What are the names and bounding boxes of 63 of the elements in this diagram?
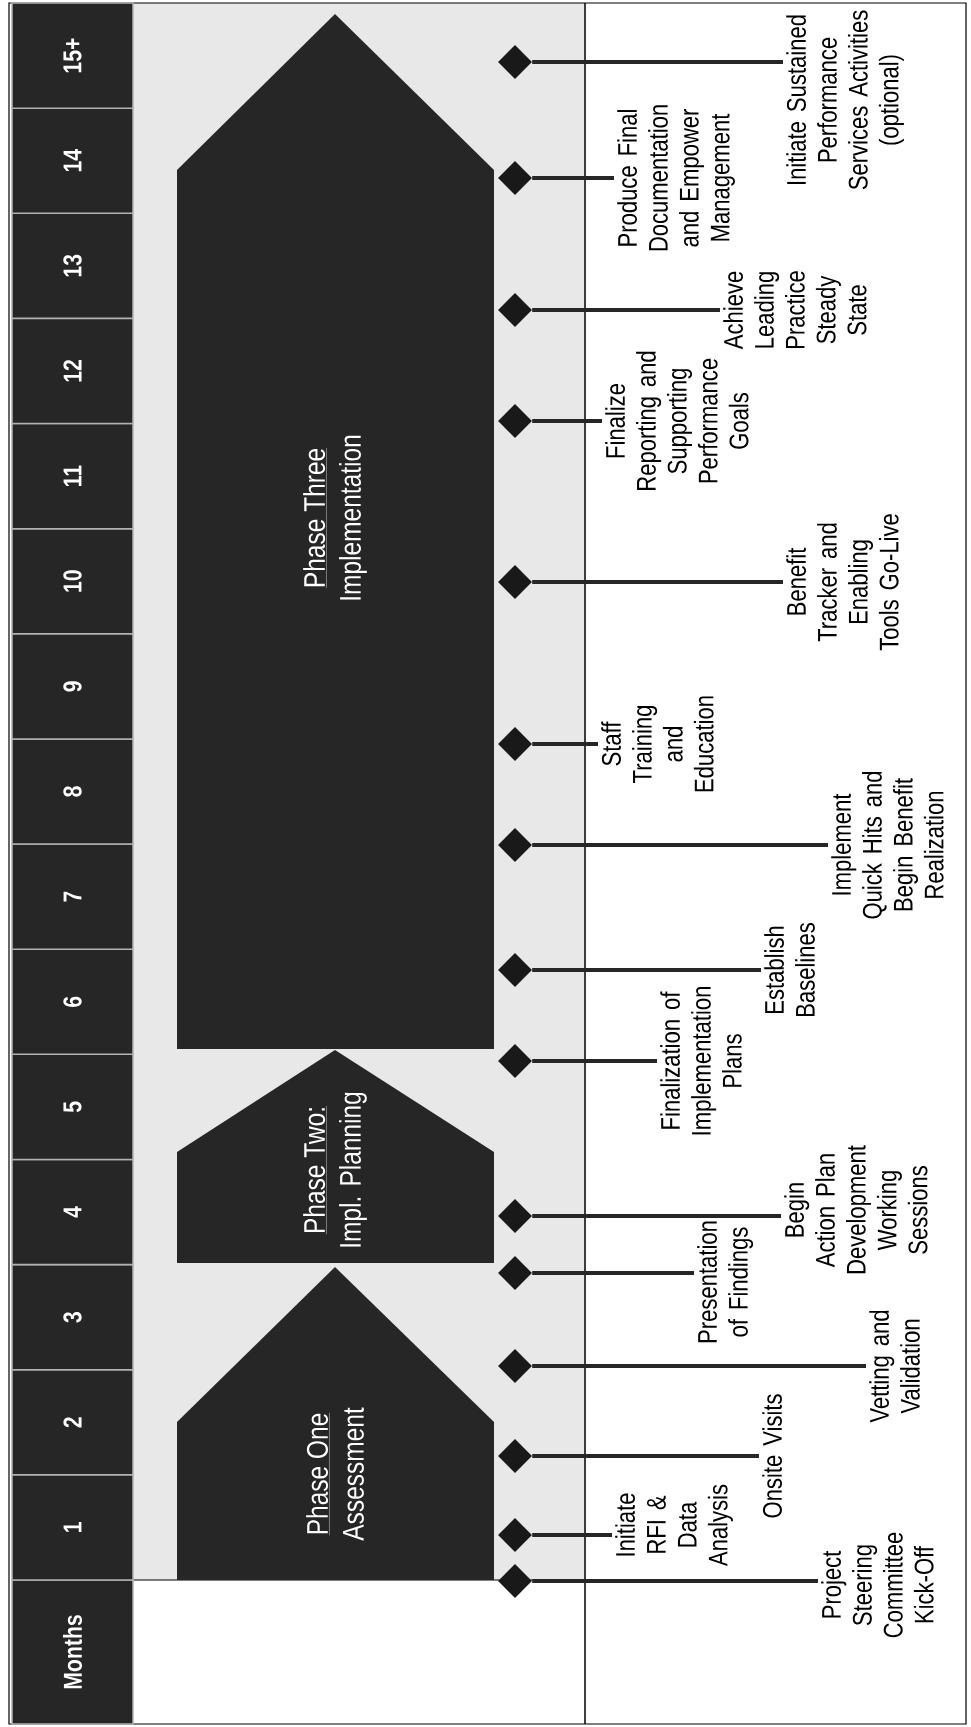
milestone-label: Vetting and Validation: [869, 1310, 920, 1423]
month-cell: 11: [11, 422, 134, 530]
leader-line: [532, 176, 614, 180]
milestone-diamond: [498, 1349, 532, 1383]
leader-line: [532, 843, 828, 847]
milestone-label: Project Steering Committee Kick-Off: [821, 1532, 934, 1638]
milestone-label: Establish Baselines: [764, 923, 815, 1016]
milestone-label: Benefit Tracker and Enabling Tools Go-Live: [786, 514, 899, 651]
leader-line: [532, 742, 598, 746]
month-cell: 3: [11, 1263, 134, 1371]
leader-line: [532, 419, 602, 423]
milestone-diamond: [498, 727, 532, 761]
milestone-diamond: [498, 1044, 532, 1078]
milestone-diamond: [498, 565, 532, 599]
milestone-label: Presentation of Findings: [697, 1221, 754, 1343]
milestone-label: Implement Quick Hits and Begin Benefit Realization: [831, 771, 944, 919]
month-cell: 7: [11, 843, 134, 950]
leader-line: [532, 1271, 694, 1275]
month-cell: 9: [11, 633, 134, 740]
leader-line: [532, 1454, 759, 1458]
month-cell: 14: [11, 107, 134, 214]
phase-block: Phase Two: Impl. Planning: [177, 1050, 494, 1263]
milestone-label: Finalize Reporting and Supporting Performance Goals: [605, 351, 749, 490]
leader-line: [532, 308, 720, 312]
month-cell: 5: [11, 1053, 134, 1161]
leader-line: [532, 968, 761, 972]
leader-line: [532, 60, 783, 64]
month-cell: 10: [11, 527, 134, 635]
milestone-diamond: [498, 293, 532, 327]
month-cell: 8: [11, 738, 134, 845]
milestone-diamond: [498, 404, 532, 438]
milestone-diamond: [498, 1199, 532, 1233]
milestone-diamond: [498, 1439, 532, 1473]
month-cell: Months: [11, 1579, 134, 1725]
milestone-diamond: [498, 161, 532, 195]
month-cell: 2: [11, 1369, 134, 1476]
month-cell: 4: [11, 1158, 134, 1266]
leader-line: [532, 1364, 866, 1368]
leader-line: [532, 1533, 612, 1537]
milestone-label: Produce Final Documentation and Empower Management: [617, 105, 735, 251]
milestone-label: Onsite Visits: [762, 1394, 782, 1518]
milestone-diamond: [498, 1518, 532, 1552]
month-cell: 15+: [11, 2, 134, 109]
milestone-diamond: [498, 828, 532, 862]
milestone-diamond: [498, 45, 532, 79]
phase-block: Phase One Assessment: [177, 1267, 494, 1580]
leader-line: [532, 580, 783, 584]
milestone-label: Achieve Leading Practice Steady State: [723, 271, 867, 350]
leader-line: [532, 1214, 781, 1218]
milestone-label: Initiate RFI & Data Analysis: [615, 1484, 733, 1567]
month-cell: 6: [11, 948, 134, 1056]
month-cell: 12: [11, 317, 134, 425]
milestone-diamond: [498, 953, 532, 987]
leader-line: [532, 1579, 818, 1583]
milestone-label: Finalization of Implementation Plans: [660, 987, 742, 1135]
month-cell: 13: [11, 212, 134, 320]
leader-line: [532, 1059, 657, 1063]
milestone-label: Staff Training and Education: [601, 696, 714, 792]
milestone-label: Initiate Sustained Performance Services Activities (optional): [786, 10, 904, 190]
milestone-diamond: [498, 1256, 532, 1290]
month-cell: 1: [11, 1474, 134, 1581]
milestone-diamond: [498, 1564, 532, 1598]
milestone-label: Begin Action Plan Development Working Sessions: [784, 1145, 928, 1274]
